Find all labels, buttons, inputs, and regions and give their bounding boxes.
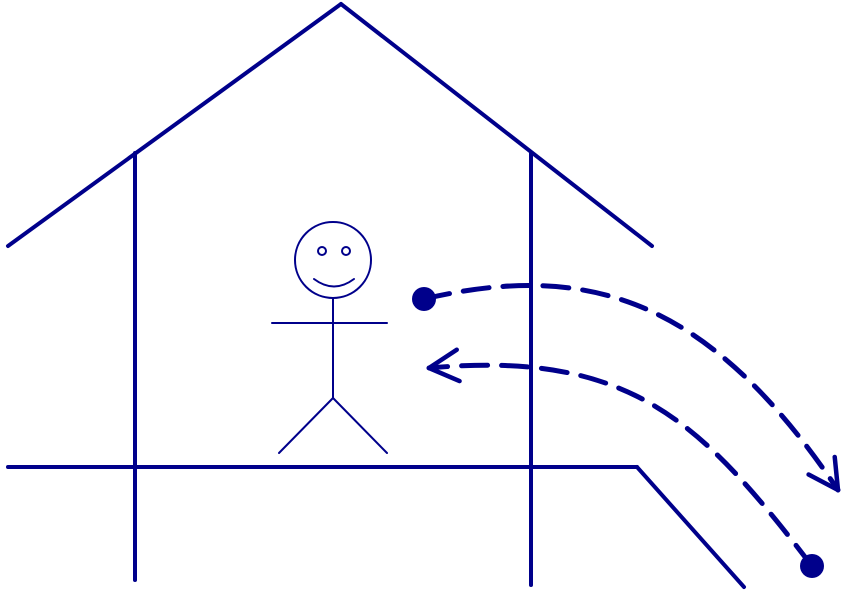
figure-right-leg xyxy=(332,397,388,454)
ground-slope-line xyxy=(635,465,746,589)
house-outline xyxy=(6,2,746,589)
outward-arrow-start-dot xyxy=(412,287,436,311)
dashed-arrow-inward xyxy=(426,347,824,578)
inward-arrow-path xyxy=(426,347,815,569)
figure-right-eye xyxy=(341,246,351,256)
figure-left-eye xyxy=(317,246,327,256)
inward-arrow-start-dot xyxy=(800,554,824,578)
outward-arrow-path xyxy=(421,282,841,493)
stick-figure xyxy=(271,221,388,454)
roof-left-line xyxy=(6,2,343,248)
roof-right-line xyxy=(339,2,654,248)
figure-smile xyxy=(313,278,355,288)
figure-left-leg xyxy=(278,397,334,454)
dashed-arrow-outward xyxy=(412,282,841,493)
